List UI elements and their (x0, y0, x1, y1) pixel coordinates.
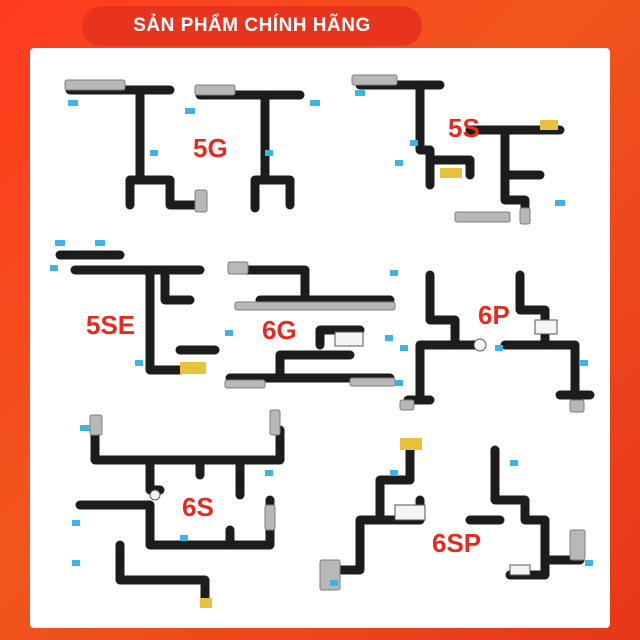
adhesive-tab (95, 240, 105, 246)
metal-bracket (224, 379, 266, 389)
metal-bracket (269, 409, 281, 436)
adhesive-tab (72, 560, 80, 566)
metal-bracket (89, 414, 103, 436)
adhesive-tab (385, 335, 393, 341)
adhesive-tab (265, 470, 273, 476)
flex-cable-5g-left (65, 85, 205, 210)
adhesive-tab (150, 150, 158, 156)
adhesive-tab (72, 520, 80, 526)
stiffener-plate (180, 362, 206, 374)
flex-cable-6s-bottom (75, 495, 275, 605)
flex-cable-6g-bottom (225, 325, 395, 383)
metal-bracket (569, 399, 585, 413)
adhesive-tab (80, 425, 90, 431)
metal-bracket (64, 79, 126, 91)
metal-bracket (399, 399, 415, 411)
model-label-6s: 6S (182, 492, 214, 522)
metal-bracket (519, 207, 531, 225)
component-chip (509, 564, 531, 576)
flex-cable-6sp-right (465, 445, 585, 580)
model-label-5se: 5SE (86, 310, 136, 340)
flex-cable-6g-top (230, 265, 395, 305)
adhesive-tab (330, 580, 338, 586)
stiffener-plate (540, 120, 558, 130)
stiffener-plate (440, 168, 462, 178)
model-label-5g: 5G (193, 133, 228, 163)
adhesive-tab (180, 535, 188, 541)
adhesive-tab (580, 360, 588, 366)
model-label-6g: 6G (262, 315, 297, 345)
adhesive-tab (395, 380, 403, 386)
adhesive-tab (400, 345, 408, 351)
stiffener-plate (200, 598, 212, 608)
adhesive-tab (310, 100, 320, 106)
metal-bracket (234, 301, 396, 311)
adhesive-tab (585, 560, 593, 566)
metal-bracket (569, 529, 586, 561)
flex-cable-6s-top (90, 420, 285, 500)
adhesive-tab (225, 330, 233, 336)
component-chip (334, 331, 364, 347)
flex-cable-6p-left (403, 270, 485, 405)
component-chip (394, 504, 426, 521)
adhesive-tab (495, 345, 503, 351)
metal-bracket (349, 377, 396, 387)
genuine-product-banner: SẢN PHẨM CHÍNH HÃNG (82, 6, 422, 46)
component-chip (149, 489, 161, 501)
adhesive-tab (410, 140, 418, 146)
metal-bracket (264, 504, 276, 531)
adhesive-tab (50, 265, 58, 271)
adhesive-tab (395, 160, 403, 166)
model-label-6sp: 6SP (432, 528, 482, 558)
component-chip (473, 338, 487, 352)
adhesive-tab (510, 460, 518, 466)
model-label-6p: 6P (478, 300, 510, 330)
adhesive-tab (390, 470, 398, 476)
metal-bracket (351, 74, 398, 86)
adhesive-tab (555, 200, 565, 206)
adhesive-tab (135, 360, 143, 366)
flex-cable-6p-right (500, 270, 595, 400)
banner-text: SẢN PHẨM CHÍNH HÃNG (133, 15, 371, 36)
metal-bracket (227, 261, 249, 275)
stiffener-plate (400, 438, 422, 450)
metal-bracket (194, 84, 236, 96)
adhesive-tab (355, 90, 365, 96)
model-label-5s: 5S (448, 113, 480, 143)
component-chip (534, 319, 558, 335)
flex-cable-5se (55, 250, 220, 375)
flex-cable-5s-right (465, 125, 565, 220)
adhesive-tab (185, 108, 195, 114)
metal-bracket (454, 211, 511, 223)
adhesive-tab (68, 100, 78, 106)
metal-bracket (194, 189, 208, 213)
adhesive-tab (265, 150, 273, 156)
adhesive-tab (390, 270, 398, 276)
adhesive-tab (55, 240, 65, 246)
